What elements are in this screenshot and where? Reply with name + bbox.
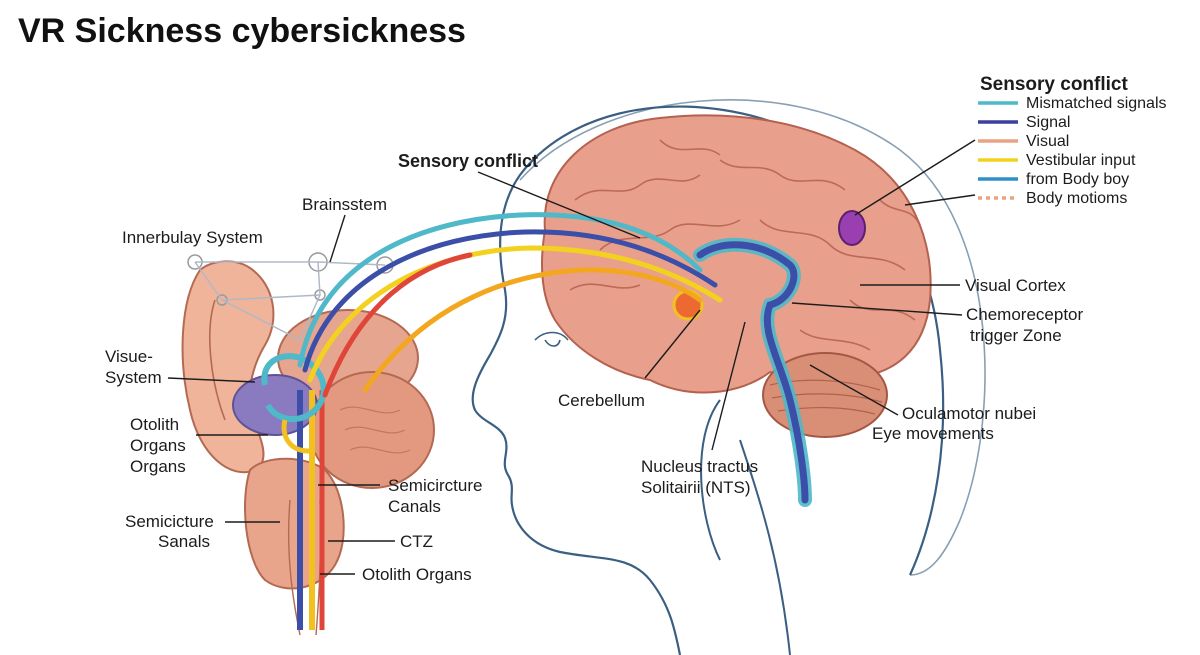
pathway-yellow <box>307 245 723 383</box>
label-otolith: Otolith <box>130 415 179 434</box>
visual-cortex-dot <box>838 210 866 246</box>
legend: Sensory conflict Mismatched signalsSigna… <box>978 74 1167 207</box>
brain <box>541 114 932 507</box>
legend-label: from Body boy <box>1026 171 1129 188</box>
pathway-blue <box>302 229 718 373</box>
label-otolith-organs-bottom: Otolith Organs <box>362 565 472 584</box>
diagram-title: VR Sickness cybersickness <box>18 12 466 50</box>
label-semicicture-sanals: Sanals <box>158 532 210 551</box>
label-nts-2: Solitairii (NTS) <box>641 478 751 497</box>
legend-label: Visual <box>1026 133 1069 150</box>
legend-item: Signal <box>978 114 1070 131</box>
label-sensory-conflict: Sensory conflict <box>398 151 538 171</box>
labels: Sensory conflict Brainsstem Innerbulay S… <box>105 151 1084 584</box>
leader-lines <box>167 139 976 575</box>
label-semicicture: Semicicture <box>125 512 214 531</box>
legend-item: Visual <box>978 133 1069 150</box>
legend-title: Sensory conflict <box>980 74 1128 95</box>
legend-item: from Body boy <box>978 171 1129 188</box>
head-halo <box>519 99 986 576</box>
pathway-orange <box>362 267 703 393</box>
label-semicircture: Semicircture <box>388 476 482 495</box>
label-semicircture-canals: Canals <box>388 497 441 516</box>
pathway-red <box>322 252 473 398</box>
legend-label: Body motioms <box>1026 190 1127 207</box>
label-ctz: CTZ <box>400 532 433 551</box>
label-visue-system: System <box>105 368 162 387</box>
sensory-pathways <box>297 212 723 398</box>
legend-item: Mismatched signals <box>978 95 1167 112</box>
label-innerbulay: Innerbulay System <box>122 228 263 247</box>
label-visue: Visue- <box>105 347 153 366</box>
label-brainstem: Brainsstem <box>302 195 387 214</box>
label-otolith-organs-2: Organs <box>130 457 186 476</box>
label-oculamotor: Oculamotor nubei <box>902 404 1036 423</box>
ear-anatomy <box>181 252 435 636</box>
label-eye-movements: Eye movements <box>872 424 994 443</box>
outer-ear <box>181 260 275 474</box>
legend-label: Vestibular input <box>1026 152 1136 169</box>
legend-label: Signal <box>1026 114 1070 131</box>
label-visual-cortex: Visual Cortex <box>965 276 1066 295</box>
pathway-cyan <box>297 212 703 368</box>
legend-label: Mismatched signals <box>1026 95 1167 112</box>
label-otolith-organs-1: Organs <box>130 436 186 455</box>
label-nts-1: Nucleus tractus <box>641 457 758 476</box>
eye-icon <box>534 331 569 347</box>
legend-item: Body motioms <box>978 190 1127 207</box>
label-trigger-zone: trigger Zone <box>970 326 1062 345</box>
label-chemoreceptor: Chemoreceptor <box>966 305 1084 324</box>
semicircular-canals <box>261 353 327 422</box>
label-cerebellum: Cerebellum <box>558 391 645 410</box>
legend-item: Vestibular input <box>978 152 1136 169</box>
nts-nucleus <box>672 289 704 321</box>
